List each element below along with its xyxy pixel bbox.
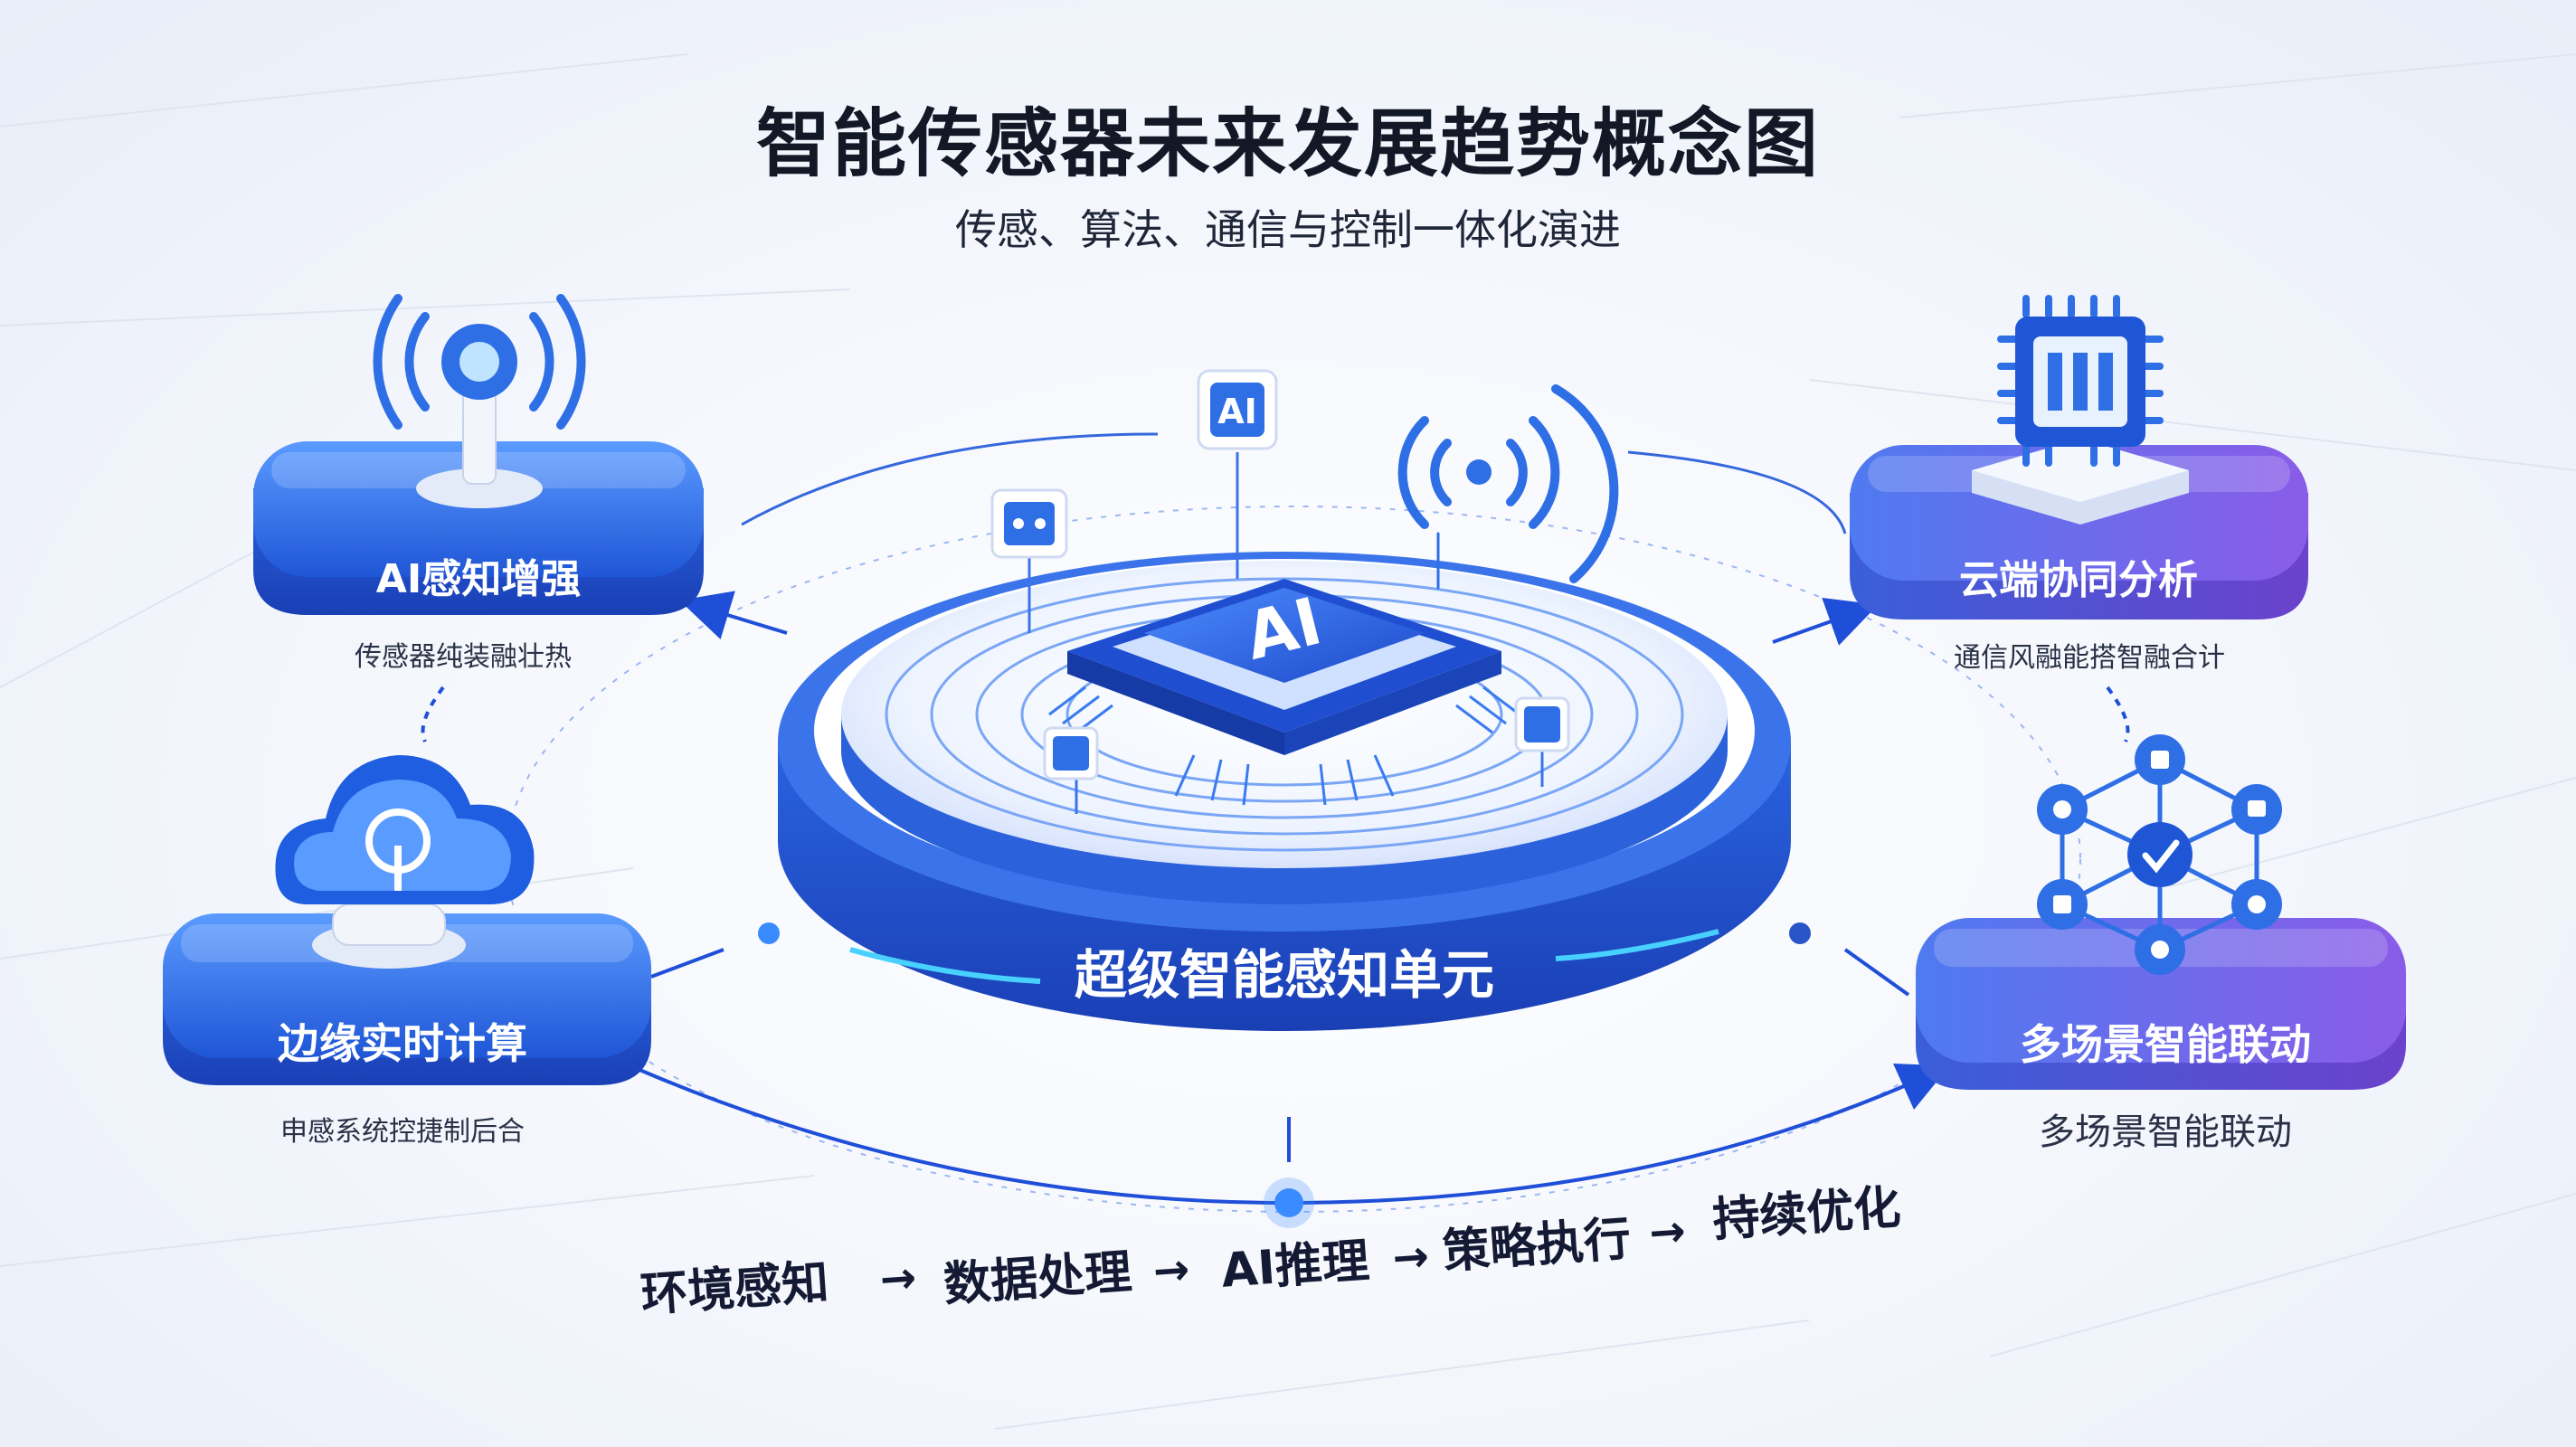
module-caption: 多场景智能联动 <box>2039 1111 2292 1153</box>
chip-label: AI <box>1238 582 1329 674</box>
module-label: 边缘实时计算 <box>278 1019 527 1068</box>
cloud-icon <box>275 755 535 969</box>
module-label: 多场景智能联动 <box>2020 1020 2311 1069</box>
center-label: 超级智能感知单元 <box>1075 944 1494 1006</box>
flow-arrow: → <box>878 1252 918 1305</box>
flow-arrow: → <box>1151 1244 1191 1297</box>
page-title: 智能传感器未来发展趋势概念图 <box>755 101 1820 187</box>
module-ai-sensing[interactable]: AI感知增强 传感器纯装融壮热 <box>253 294 704 673</box>
flow-arrow: → <box>1391 1231 1431 1284</box>
page-subtitle: 传感、算法、通信与控制一体化演进 <box>955 205 1621 254</box>
flow-step: 数据处理 <box>942 1245 1133 1312</box>
module-label: 云端协同分析 <box>1959 557 2198 603</box>
flow-step: AI推理 <box>1219 1234 1370 1299</box>
wireless-signal-icon <box>1397 384 1619 590</box>
antenna-icon <box>373 294 586 508</box>
module-multi-scene[interactable]: 多场景智能联动 多场景智能联动 <box>1916 734 2406 1153</box>
flow-step: 环境感知 <box>639 1255 830 1322</box>
network-nodes-icon <box>2037 734 2282 975</box>
ai-badge-icon: AI <box>1217 392 1257 431</box>
module-cloud-collab[interactable]: 云端协同分析 通信风融能搭智融合计 <box>1850 295 2308 674</box>
flow-node-halo <box>1264 1177 1314 1228</box>
sensor-icon <box>1053 736 1089 771</box>
network-icon <box>1004 502 1055 545</box>
flow-step: 策略执行 <box>1441 1212 1633 1279</box>
flow-arrow: → <box>1647 1206 1687 1259</box>
processor-icon <box>1972 295 2189 525</box>
floating-icon-badges: AI <box>990 369 1570 814</box>
process-flow: 环境感知 → 数据处理 → AI推理 → 策略执行 → 持续优化 <box>639 1180 1903 1322</box>
orbit-dot-right <box>1789 922 1811 944</box>
module-caption: 传感器纯装融壮热 <box>355 641 572 673</box>
orbit-dot-left <box>758 922 780 944</box>
module-caption: 申感系统控捷制后合 <box>280 1116 525 1148</box>
ai-chip-icon: AI <box>1048 579 1520 806</box>
module-caption: 通信风融能搭智融合计 <box>1954 642 2225 674</box>
module-edge-compute[interactable]: 边缘实时计算 申感系统控捷制后合 <box>163 755 651 1148</box>
flow-node-dot <box>1274 1188 1303 1217</box>
flow-step: 持续优化 <box>1711 1180 1903 1247</box>
center-platform[interactable]: AI AI 超级智能感知 <box>778 369 1791 1031</box>
module-label: AI感知增强 <box>376 556 581 602</box>
chart-icon <box>1524 706 1560 742</box>
